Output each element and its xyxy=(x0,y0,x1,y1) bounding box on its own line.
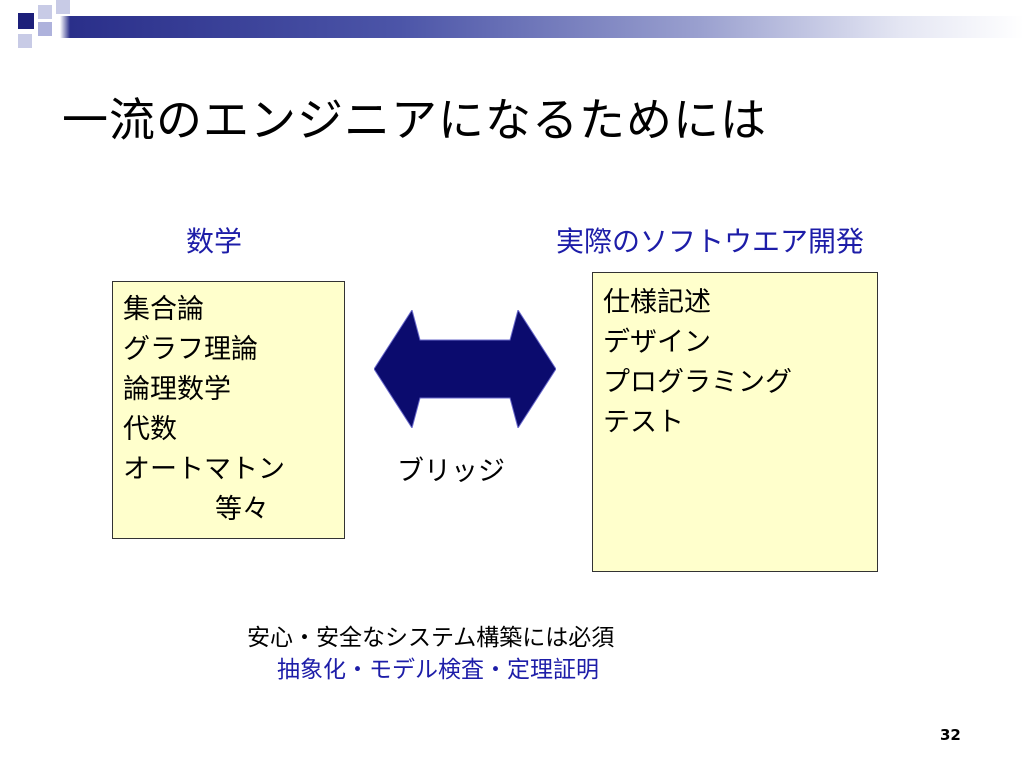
math-heading: 数学 xyxy=(186,225,243,258)
summary-line-1: 安心・安全なシステム構築には必須 xyxy=(247,625,615,651)
header-decoration-square xyxy=(18,34,32,48)
summary-line-2: 抽象化・モデル検査・定理証明 xyxy=(277,657,599,683)
list-item: 等々 xyxy=(215,494,269,525)
list-item: グラフ理論 xyxy=(123,334,258,365)
list-item: 仕様記述 xyxy=(603,287,711,318)
list-item: デザイン xyxy=(603,327,711,358)
list-item: 代数 xyxy=(123,414,177,445)
list-item: テスト xyxy=(603,407,684,438)
software-dev-heading: 実際のソフトウエア開発 xyxy=(556,225,865,258)
page-number: 32 xyxy=(940,726,961,744)
arrow-shape xyxy=(374,310,556,428)
double-headed-arrow-icon xyxy=(374,310,556,428)
math-topics-box: 集合論 グラフ理論 論理数学 代数 オートマトン 等々 xyxy=(112,281,345,539)
header-decoration-square xyxy=(56,0,70,14)
header-decoration-square xyxy=(38,5,52,19)
list-item: オートマトン xyxy=(123,454,285,485)
list-item: 集合論 xyxy=(123,294,204,325)
list-item: 論理数学 xyxy=(123,374,231,405)
software-dev-topics-box: 仕様記述 デザイン プログラミング テスト xyxy=(592,272,878,572)
slide-title: 一流のエンジニアになるためには xyxy=(62,93,767,147)
header-decoration-square xyxy=(38,22,52,36)
bridge-label: ブリッジ xyxy=(397,456,505,487)
list-item: プログラミング xyxy=(603,367,792,398)
header-decoration-square xyxy=(18,13,34,29)
header-gradient-band xyxy=(0,16,1024,38)
